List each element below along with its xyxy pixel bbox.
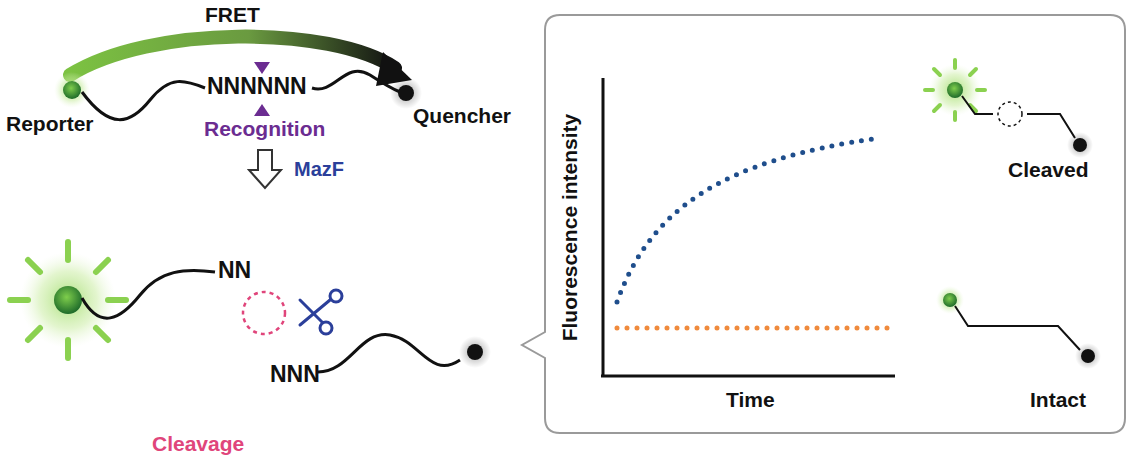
step-label: Cleavage (152, 432, 244, 455)
enzyme-label: MazF (294, 158, 344, 180)
sequence-label: NNN (270, 362, 320, 387)
arrow-label: FRET (205, 3, 260, 26)
part-name: Quencher (413, 104, 511, 127)
site-label: Recognition (204, 117, 325, 140)
axis-title: Fluorescence intensity (558, 114, 581, 342)
sequence-label: NNNNNN (207, 74, 307, 99)
state-label: Cleaved (1008, 158, 1089, 181)
state-label: Intact (1030, 388, 1086, 411)
axis-title: Time (726, 388, 775, 411)
part-name: Reporter (6, 112, 94, 135)
sequence-label: NN (218, 258, 251, 283)
